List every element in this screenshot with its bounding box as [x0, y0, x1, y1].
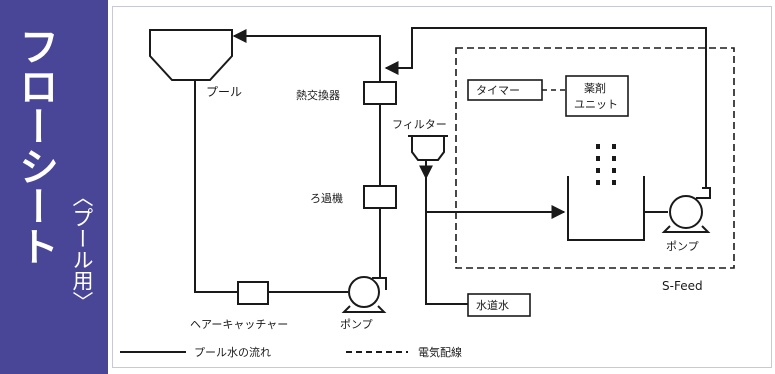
feed-pump-icon — [661, 187, 711, 233]
main-pump-icon — [341, 276, 387, 313]
diagram-frame — [112, 6, 772, 368]
sidebar-panel: フローシート 〈プール用〉 — [0, 0, 108, 374]
sidebar-subtitle: 〈プール用〉 — [70, 186, 94, 312]
tap-water-box — [467, 293, 531, 317]
pool-tank — [149, 29, 233, 81]
hair-catcher — [237, 281, 269, 305]
pipe-filter-down — [425, 170, 468, 305]
label-tap-water: 水道水 — [476, 298, 509, 312]
pipe-pool-outlet — [194, 80, 238, 293]
label-filtration: ろ過機 — [310, 191, 343, 205]
chemical-unit-box — [565, 75, 629, 117]
label-hair-catcher: ヘアーキャッチャー — [190, 318, 288, 331]
label-chemical-unit-2: ユニット — [574, 98, 618, 111]
label-filter: フィルター — [392, 118, 447, 131]
sidebar-title: フローシート — [12, 26, 58, 266]
heat-exchanger — [363, 81, 397, 105]
label-main-pump: ポンプ — [340, 318, 373, 331]
pipe-feed-return — [384, 27, 707, 188]
label-pool: プール — [206, 85, 242, 99]
label-sfeed: S-Feed — [662, 279, 703, 293]
filter-cartridge — [411, 135, 445, 161]
label-heat-exchanger: 熱交換器 — [296, 88, 340, 102]
label-feed-pump: ポンプ — [666, 240, 699, 253]
chemical-tank — [567, 176, 645, 241]
chemical-drip — [596, 144, 616, 185]
label-timer: タイマー — [476, 84, 520, 97]
timer-box — [467, 79, 543, 101]
legend-flow-label: プール水の流れ — [194, 345, 271, 359]
filtration-unit — [363, 185, 397, 209]
sfeed-boundary — [455, 47, 735, 269]
legend-electrical-label: 電気配線 — [418, 345, 462, 359]
label-chemical-unit-1: 薬剤 — [584, 81, 606, 95]
pipe-hx-to-pool — [232, 29, 381, 82]
